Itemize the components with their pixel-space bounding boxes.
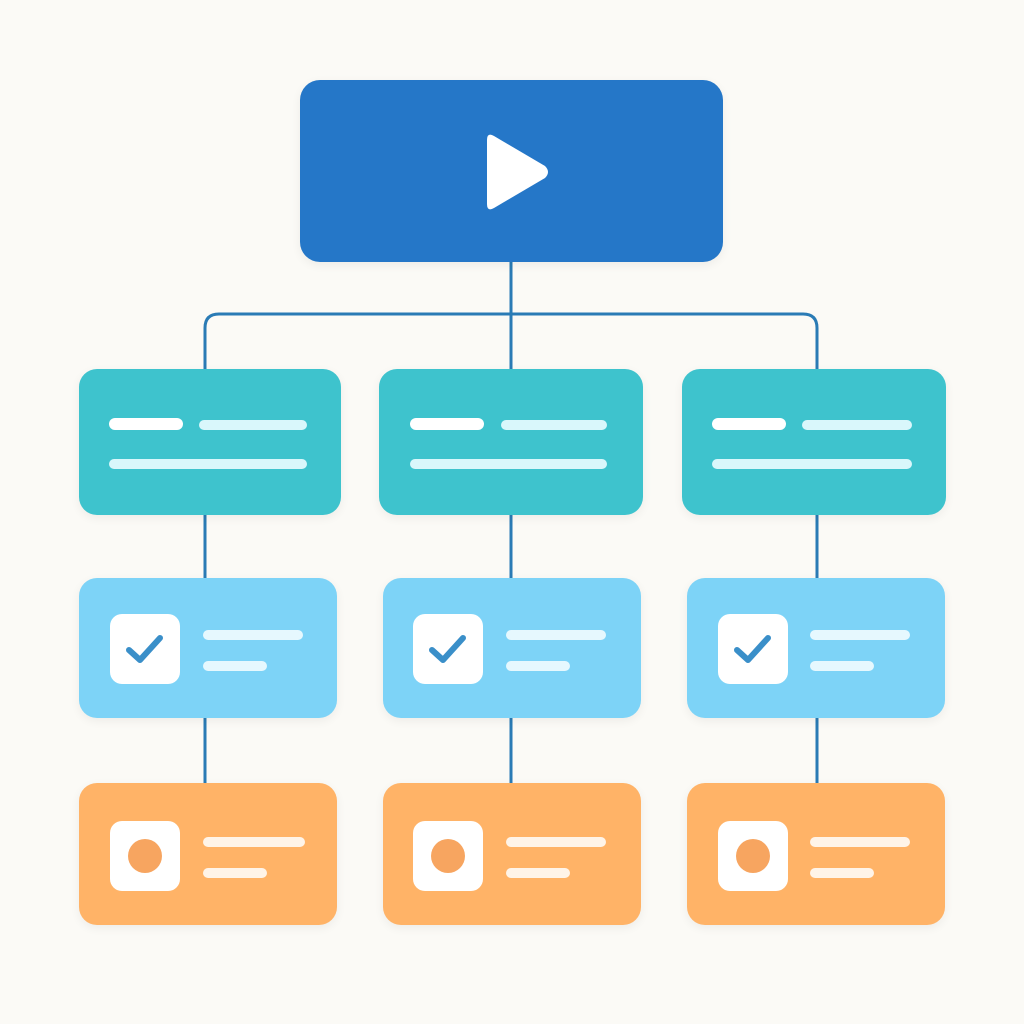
radio-box[interactable] <box>718 821 788 891</box>
circle-dot-icon <box>736 839 770 873</box>
text-placeholder <box>810 868 874 878</box>
light-blue-node-right[interactable] <box>687 578 945 718</box>
play-icon[interactable] <box>481 130 551 214</box>
connector-bus <box>203 312 819 370</box>
checkbox[interactable] <box>413 614 483 684</box>
radio-box[interactable] <box>110 821 180 891</box>
text-placeholder <box>501 420 607 430</box>
text-placeholder <box>810 630 910 640</box>
text-placeholder <box>199 420 307 430</box>
light-blue-node-center[interactable] <box>383 578 641 718</box>
light-blue-node-left[interactable] <box>79 578 337 718</box>
text-placeholder <box>109 418 183 430</box>
circle-dot-icon <box>128 839 162 873</box>
teal-node-left[interactable] <box>79 369 341 515</box>
checkbox[interactable] <box>110 614 180 684</box>
text-placeholder <box>410 459 607 469</box>
check-icon <box>734 635 771 663</box>
orange-node-right[interactable] <box>687 783 945 925</box>
radio-box[interactable] <box>413 821 483 891</box>
text-placeholder <box>109 459 307 469</box>
circle-dot-icon <box>431 839 465 873</box>
text-placeholder <box>712 459 912 469</box>
text-placeholder <box>410 418 484 430</box>
text-placeholder <box>203 868 267 878</box>
teal-node-center[interactable] <box>379 369 643 515</box>
text-placeholder <box>506 837 606 847</box>
text-placeholder <box>203 661 267 671</box>
orange-node-center[interactable] <box>383 783 641 925</box>
text-placeholder <box>810 837 910 847</box>
text-placeholder <box>802 420 912 430</box>
text-placeholder <box>810 661 874 671</box>
teal-node-right[interactable] <box>682 369 946 515</box>
checkbox[interactable] <box>718 614 788 684</box>
orange-node-left[interactable] <box>79 783 337 925</box>
text-placeholder <box>506 661 570 671</box>
text-placeholder <box>712 418 786 430</box>
text-placeholder <box>203 630 303 640</box>
text-placeholder <box>203 837 305 847</box>
check-icon <box>126 635 163 663</box>
check-icon <box>429 635 466 663</box>
text-placeholder <box>506 868 570 878</box>
text-placeholder <box>506 630 606 640</box>
